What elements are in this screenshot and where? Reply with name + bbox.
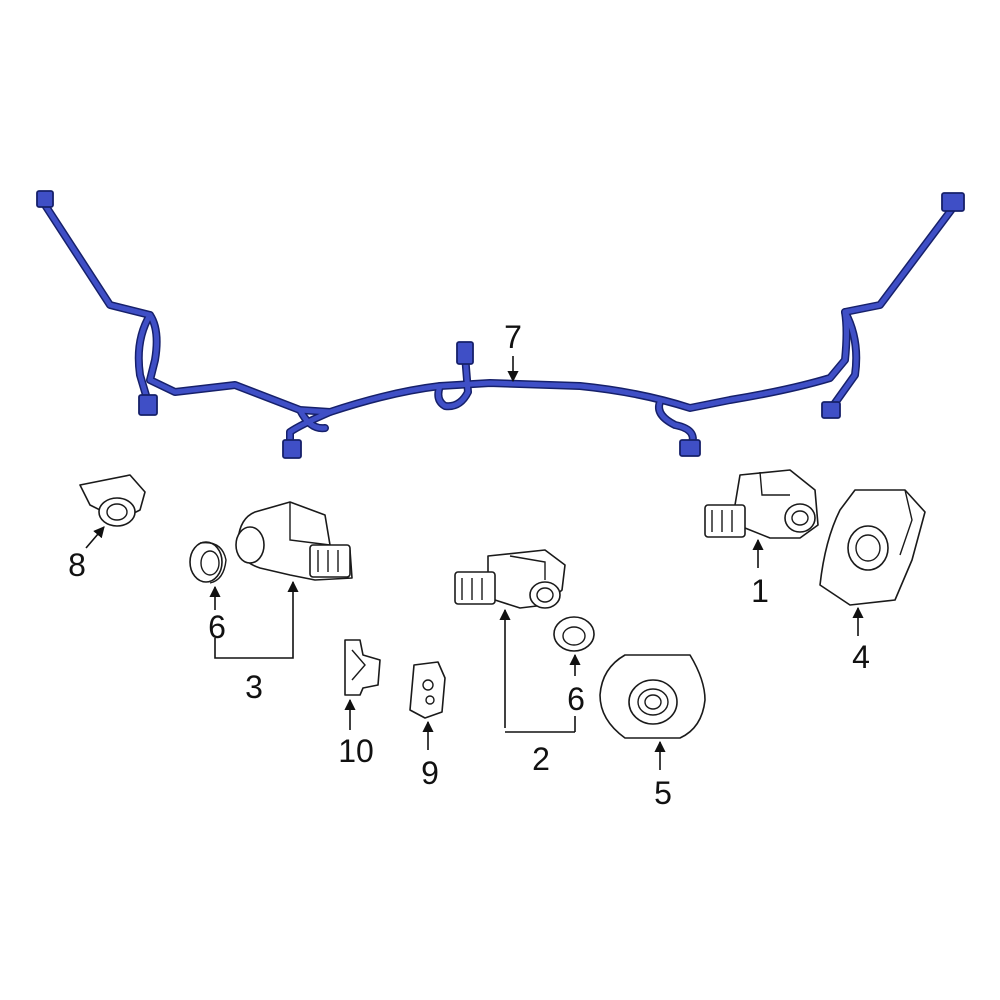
callout-10: 10 (338, 733, 374, 769)
part-6-grommet-right[interactable] (553, 616, 595, 652)
part-9-retainer[interactable] (409, 661, 446, 719)
part-6-grommet-left[interactable] (189, 541, 227, 584)
part-8-sensor[interactable] (79, 474, 146, 527)
harness-connector-center (456, 341, 474, 365)
callout-8: 8 (68, 547, 86, 583)
callout-7: 7 (504, 319, 522, 355)
harness-connector-right-end (941, 192, 965, 212)
leader-lines (85, 356, 864, 770)
part-5-mount[interactable] (599, 654, 706, 739)
harness-connector-right-mid (679, 439, 701, 457)
part-2-sensor[interactable] (454, 549, 566, 609)
callout-6-left: 6 (208, 609, 226, 645)
part-4-holder[interactable] (819, 489, 926, 606)
callout-labels: 7 8 6 3 10 9 2 6 5 1 4 (68, 319, 870, 811)
part-3-sensor[interactable] (235, 501, 353, 581)
part-1-sensor[interactable] (704, 469, 819, 539)
wiring-harness[interactable] (36, 190, 965, 459)
part-10-clip[interactable] (344, 639, 381, 696)
callout-4: 4 (852, 639, 870, 675)
harness-connector-left-end (36, 190, 54, 208)
callout-9: 9 (421, 755, 439, 791)
harness-connector-right-drop (821, 401, 841, 419)
harness-connector-left-drop (138, 394, 158, 416)
callout-2: 2 (532, 741, 550, 777)
harness-connector-left-mid (282, 439, 302, 459)
callout-1: 1 (751, 573, 769, 609)
callout-3: 3 (245, 669, 263, 705)
callout-5: 5 (654, 775, 672, 811)
callout-6-right: 6 (567, 681, 585, 717)
